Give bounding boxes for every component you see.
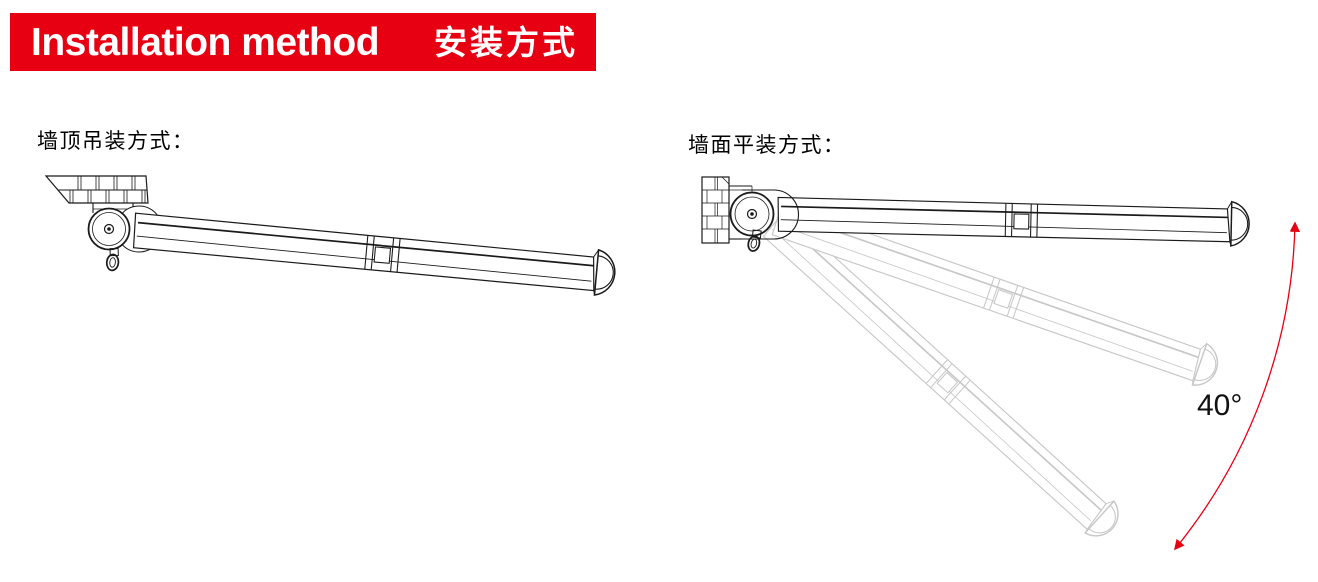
ceiling-mount-diagram: [44, 175, 618, 298]
ceiling-mount-label: 墙顶吊装方式：: [37, 130, 195, 153]
rotation-arrow: [1174, 221, 1301, 551]
pull-loop: [747, 229, 762, 252]
wall-mount-diagram: [701, 176, 1301, 551]
ghost-arm-low: [758, 206, 1128, 546]
arm-housing: [742, 189, 799, 240]
page-title-en: Installation method: [31, 20, 380, 64]
wall-brick-column: [701, 176, 730, 244]
wall-mount-label: 墙面平装方式：: [688, 134, 846, 157]
motor-roller: [87, 207, 131, 251]
ceiling-brick-slab: [44, 175, 149, 204]
title-banner: Installation method 安装方式: [10, 13, 596, 71]
rotation-angle-value: 40°: [1197, 389, 1243, 422]
page-title-zh: 安装方式: [434, 23, 578, 61]
awning-arm: [131, 206, 618, 298]
motor-roller: [729, 191, 775, 237]
pull-loop: [105, 247, 120, 272]
